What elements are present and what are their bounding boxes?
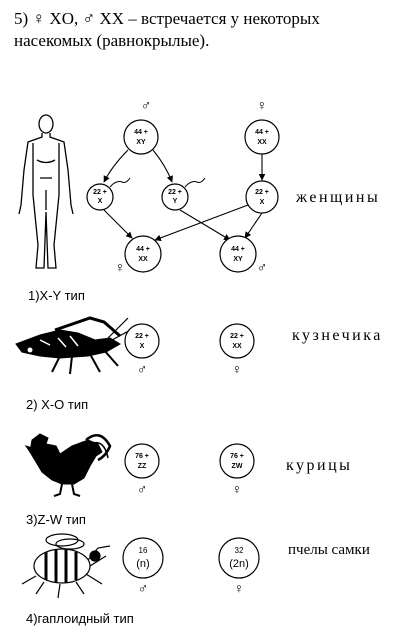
chicken-female-symbol: ♀ (232, 483, 243, 498)
row2-caption: кузнечика (292, 327, 383, 344)
gamete-female-x: 22 + X (245, 180, 279, 214)
svg-text:X: X (140, 343, 145, 350)
row2-label: 2) X-O тип (26, 397, 88, 412)
svg-text:76 +: 76 + (135, 453, 149, 460)
row1-label: 1)X-Y тип (28, 288, 85, 303)
row4-label: 4)гаплоидный тип (26, 611, 134, 626)
header-line-2: насекомых (равнокрылые). (14, 31, 210, 50)
row4-caption: пчелы самки (288, 542, 370, 558)
gamete-male-x: 22 + X (86, 177, 131, 211)
svg-text:Y: Y (173, 198, 178, 205)
meiosis-arrows (103, 149, 266, 183)
grasshopper-female-symbol: ♀ (232, 363, 243, 378)
svg-text:44 +: 44 + (231, 246, 245, 253)
svg-text:XX: XX (138, 256, 148, 263)
offspring-male-cell: 44 + XY (219, 235, 257, 273)
svg-text:XX: XX (257, 139, 267, 146)
chicken-male-cell: 76 + ZZ (124, 443, 160, 479)
male-parent-symbol: ♂ (141, 99, 152, 114)
svg-text:76 +: 76 + (230, 453, 244, 460)
row3-caption: курицы (286, 457, 352, 474)
grasshopper-male-symbol: ♂ (137, 363, 148, 378)
svg-text:ZZ: ZZ (138, 463, 147, 470)
chicken-male-symbol: ♂ (137, 483, 148, 498)
parent-male-cell: 44 + XY (123, 119, 159, 155)
bee-female-symbol: ♀ (234, 582, 245, 597)
svg-text:XY: XY (233, 256, 243, 263)
svg-text:XX: XX (232, 343, 242, 350)
svg-text:22 +: 22 + (135, 333, 149, 340)
bee-icon (21, 533, 111, 599)
svg-text:22 +: 22 + (93, 189, 107, 196)
offspring-male-symbol: ♂ (257, 261, 268, 276)
row3-label: 3)Z-W тип (26, 512, 86, 527)
svg-text:16: 16 (139, 546, 148, 555)
fertilization-arrows (103, 204, 263, 241)
human-figure-icon (18, 114, 74, 269)
header-line-1: 5) ♀ XO, ♂ XX – встречается у некоторых (14, 9, 320, 28)
parent-female-cell: 44 + XX (244, 119, 280, 155)
svg-text:22 +: 22 + (230, 333, 244, 340)
bee-male-cell: 16 (n) (122, 537, 164, 579)
svg-text:XY: XY (136, 139, 146, 146)
row1-caption: женщины (295, 189, 380, 206)
grasshopper-icon (15, 316, 135, 375)
chicken-female-cell: 76 + ZW (219, 443, 255, 479)
svg-text:X: X (260, 199, 265, 206)
svg-text:44 +: 44 + (255, 129, 269, 136)
bee-male-symbol: ♂ (138, 582, 149, 597)
svg-text:22 +: 22 + (255, 189, 269, 196)
svg-text:(2n): (2n) (229, 558, 249, 570)
svg-text:44 +: 44 + (134, 129, 148, 136)
offspring-female-cell: 44 + XX (124, 235, 162, 273)
header-text: 5) ♀ XO, ♂ XX – встречается у некоторых … (14, 8, 394, 52)
svg-text:32: 32 (235, 546, 244, 555)
svg-text:X: X (98, 198, 103, 205)
svg-text:44 +: 44 + (136, 246, 150, 253)
offspring-female-symbol: ♀ (115, 261, 126, 276)
grasshopper-male-cell: 22 + X (124, 323, 160, 359)
svg-text:ZW: ZW (232, 463, 243, 470)
female-parent-symbol: ♀ (257, 99, 268, 114)
bee-female-cell: 32 (2n) (218, 537, 260, 579)
svg-text:(n): (n) (136, 558, 149, 570)
gamete-male-y: 22 + Y (161, 177, 206, 211)
grasshopper-female-cell: 22 + XX (219, 323, 255, 359)
rooster-icon (24, 433, 112, 497)
svg-text:22 +: 22 + (168, 189, 182, 196)
